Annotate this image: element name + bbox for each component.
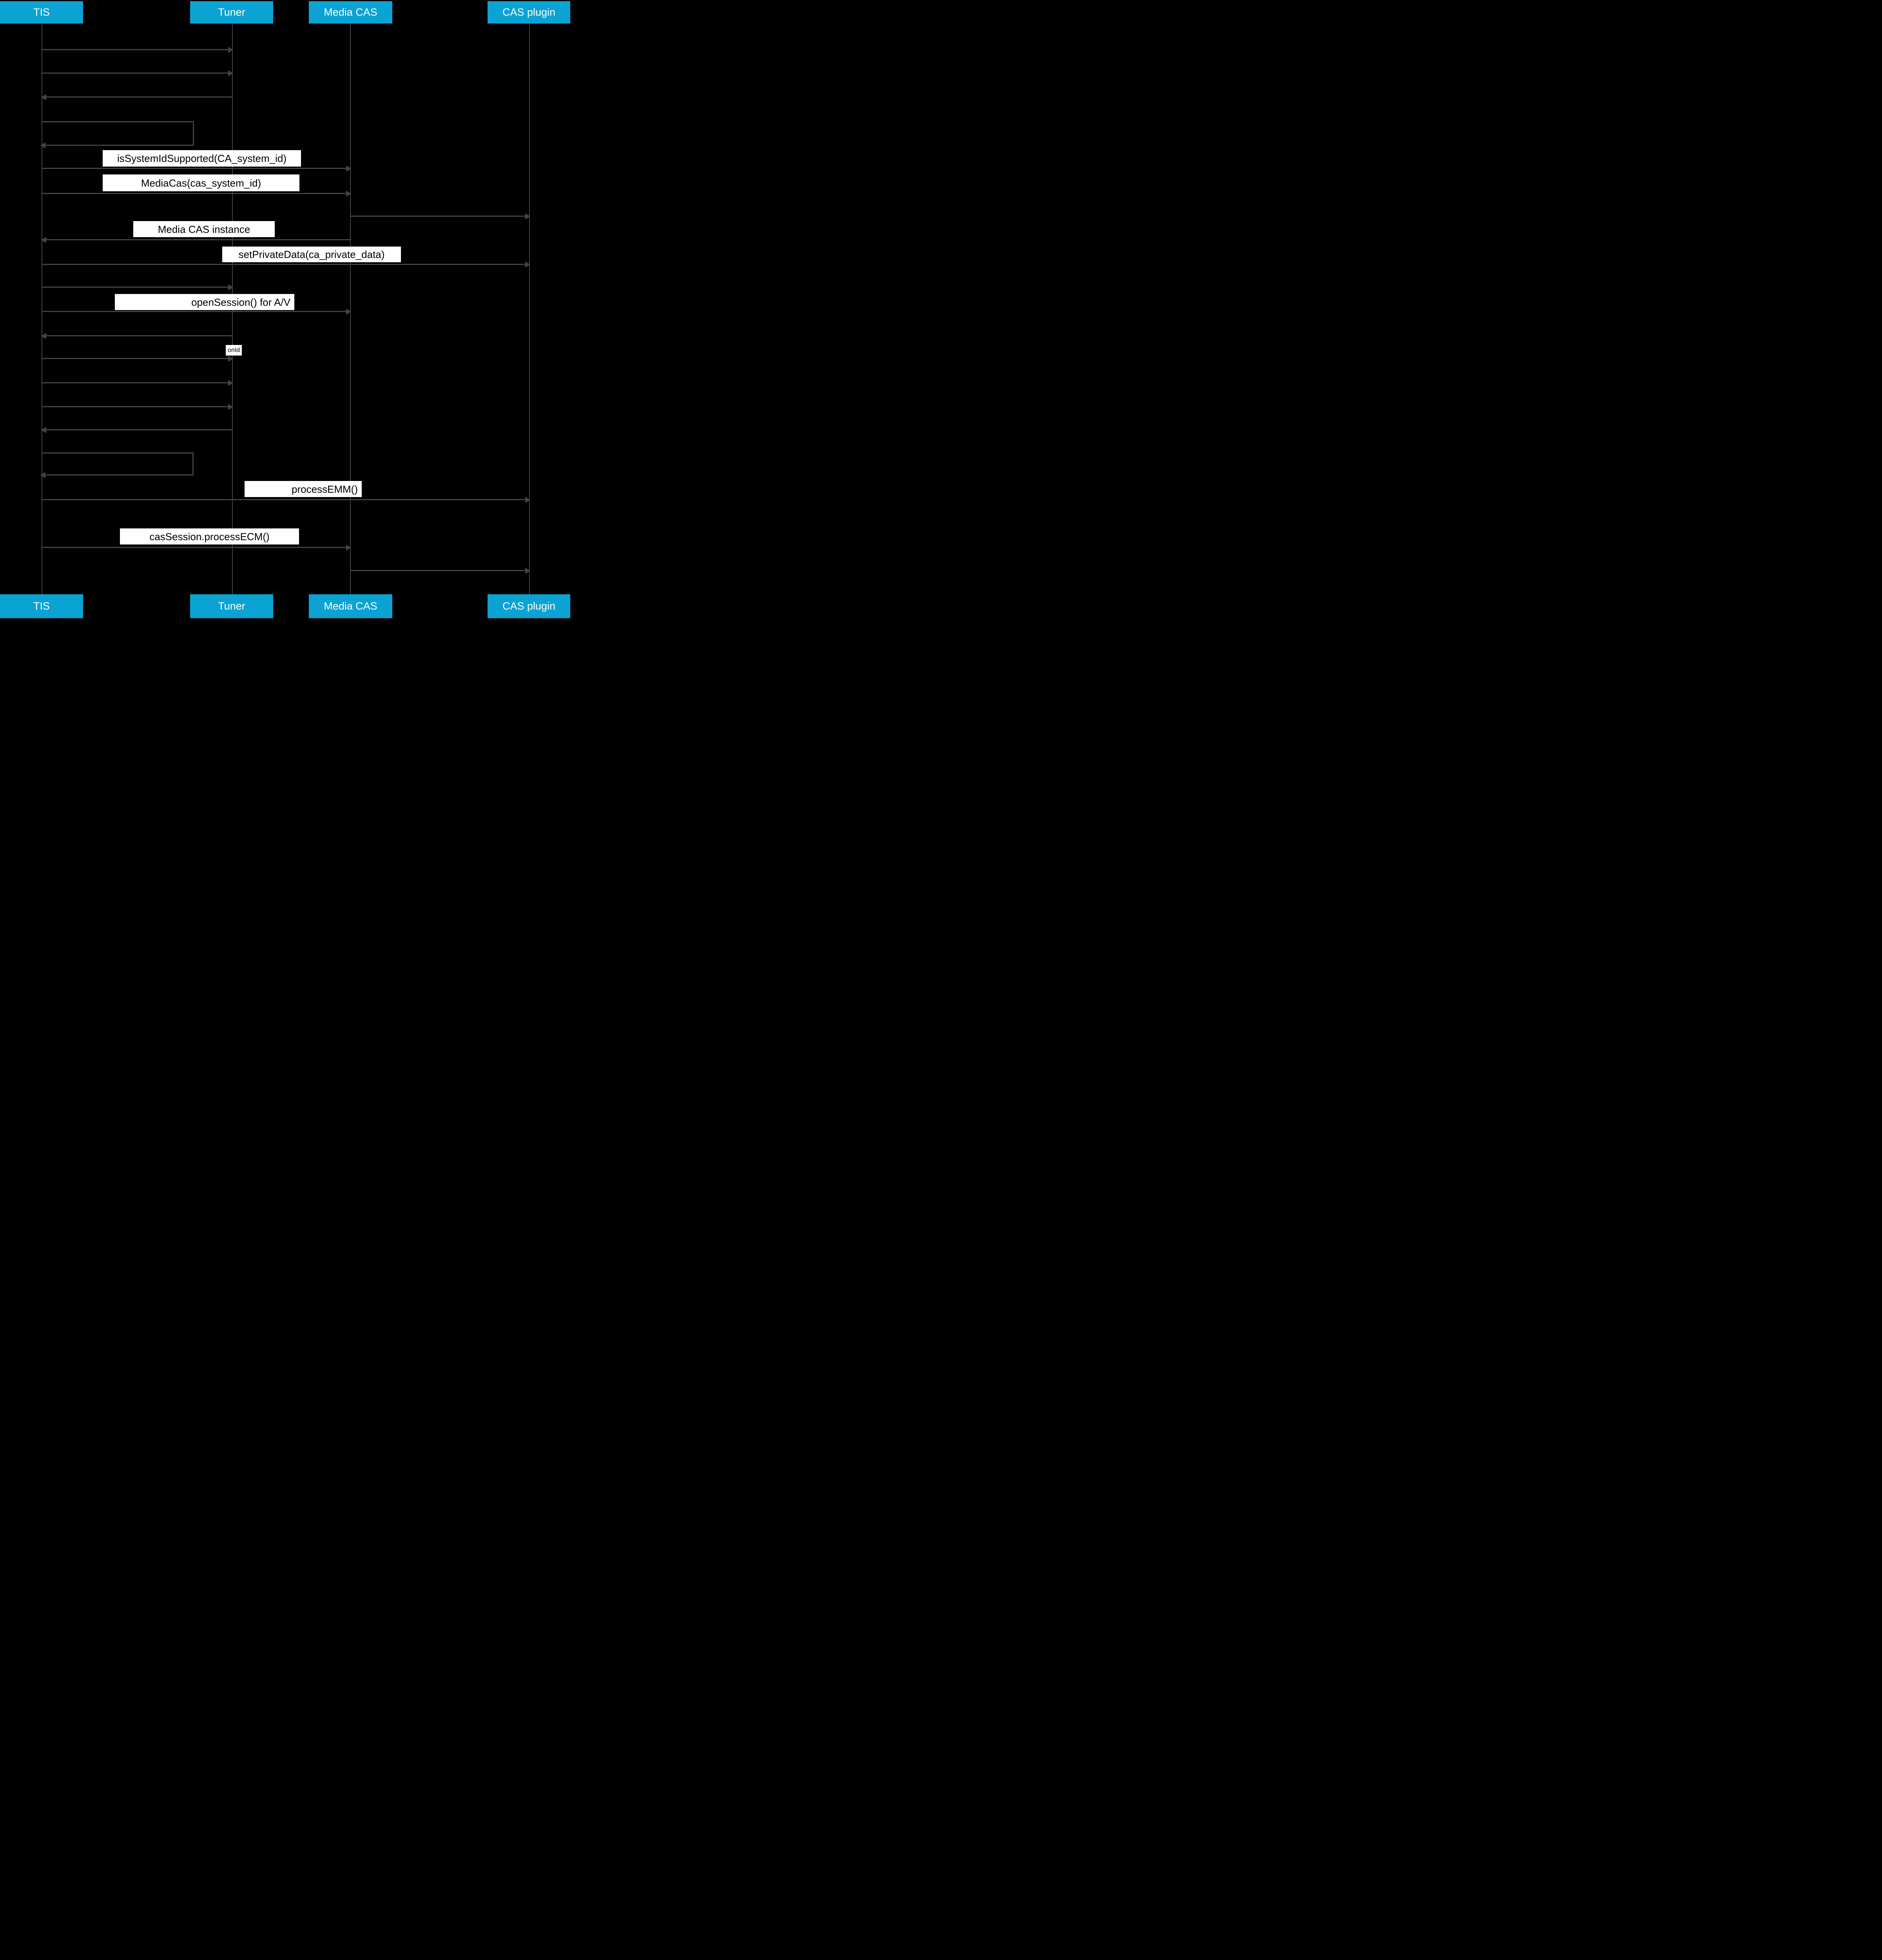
arrowhead-left-icon xyxy=(41,332,46,339)
participant-top-cas-plugin: CAS plugin xyxy=(488,1,570,24)
arrowhead-right-icon xyxy=(228,70,233,76)
arrow-tis-to-tuner-1 xyxy=(42,46,233,53)
arrow-tis-to-tuner-2 xyxy=(42,70,233,76)
self-call-tis-2 xyxy=(40,452,194,478)
arrow-tis-to-tuner-3 xyxy=(42,284,233,290)
arrow-tis-to-media-cas-2 xyxy=(42,190,351,197)
arrow-tuner-to-tis-1 xyxy=(41,94,232,100)
arrow-tis-to-tuner-4 xyxy=(42,355,233,362)
message-label-open-session: openSession() for A/V xyxy=(115,294,294,310)
arrow-tuner-to-tis-3 xyxy=(41,426,232,433)
participant-top-tuner: Tuner xyxy=(190,1,273,24)
arrowhead-left-icon xyxy=(41,426,46,433)
arrowhead-right-icon xyxy=(228,355,233,362)
message-label-is-system-id-supported: isSystemIdSupported(CA_system_id) xyxy=(103,150,301,167)
message-label-on-id: onId xyxy=(226,345,242,356)
participant-top-media-cas: Media CAS xyxy=(309,1,392,24)
participant-top-tis: TIS xyxy=(0,1,83,24)
participant-label: CAS plugin xyxy=(502,600,556,612)
message-label-process-ecm: casSession.processECM() xyxy=(120,528,299,544)
participant-bottom-tuner: Tuner xyxy=(190,594,273,618)
arrow-tis-to-tuner-5 xyxy=(42,379,233,386)
arrowhead-right-icon xyxy=(525,213,530,220)
message-label-process-emm: processEMM() xyxy=(245,481,362,497)
message-label-set-private-data: setPrivateData(ca_private_data) xyxy=(222,247,401,262)
participant-label: TIS xyxy=(33,6,50,18)
arrow-tuner-to-tis-2 xyxy=(41,332,232,339)
participant-label: CAS plugin xyxy=(502,6,556,18)
participant-bottom-cas-plugin: CAS plugin xyxy=(488,594,570,618)
arrow-tis-to-media-cas-1 xyxy=(42,165,351,172)
arrowhead-left-icon xyxy=(40,472,45,478)
arrowhead-right-icon xyxy=(525,261,530,268)
arrow-media-cas-to-cas-plugin-2 xyxy=(350,567,530,574)
arrow-tis-to-cas-plugin-1 xyxy=(42,261,530,268)
arrowhead-left-icon xyxy=(40,142,45,149)
arrow-tis-to-media-cas-3 xyxy=(42,308,351,315)
message-label-media-cas-ctor: MediaCas(cas_system_id) xyxy=(103,174,299,191)
arrow-tis-to-cas-plugin-2 xyxy=(42,496,530,503)
participant-label: Media CAS xyxy=(324,600,377,612)
participant-bottom-tis: TIS xyxy=(0,594,83,618)
lifeline-cas-plugin xyxy=(529,24,530,594)
arrowhead-left-icon xyxy=(41,94,46,100)
message-label-media-cas-instance: Media CAS instance xyxy=(133,221,275,237)
participant-label: Tuner xyxy=(218,6,245,18)
participant-bottom-media-cas: Media CAS xyxy=(309,594,392,618)
arrowhead-right-icon xyxy=(346,544,351,551)
arrow-media-cas-to-cas-plugin-1 xyxy=(350,213,530,220)
participant-label: Media CAS xyxy=(324,6,377,18)
self-call-tis-1 xyxy=(40,121,194,149)
arrowhead-right-icon xyxy=(525,567,530,574)
arrowhead-right-icon xyxy=(346,190,351,197)
participant-label: TIS xyxy=(33,600,50,612)
arrow-tis-to-tuner-6 xyxy=(42,403,233,410)
arrowhead-right-icon xyxy=(228,379,233,386)
arrowhead-right-icon xyxy=(228,403,233,410)
arrowhead-right-icon xyxy=(346,165,351,172)
arrowhead-right-icon xyxy=(228,46,233,53)
arrowhead-left-icon xyxy=(41,236,46,243)
arrow-tis-to-media-cas-4 xyxy=(42,544,351,551)
sequence-diagram: TIS Tuner Media CAS CAS plugin isSystemI… xyxy=(0,0,570,618)
arrowhead-right-icon xyxy=(346,308,351,315)
arrowhead-right-icon xyxy=(228,284,233,290)
arrow-media-cas-to-tis-1 xyxy=(41,236,350,243)
arrowhead-right-icon xyxy=(525,496,530,503)
participant-label: Tuner xyxy=(218,600,245,612)
